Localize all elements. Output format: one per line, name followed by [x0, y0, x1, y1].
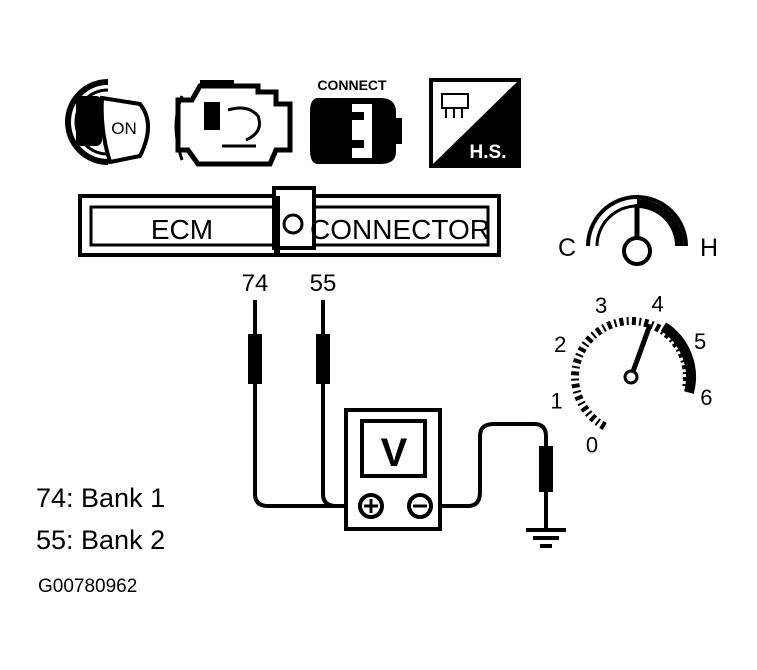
temp-cold-label: C [558, 234, 576, 262]
voltmeter: V [344, 408, 442, 531]
figure-id: G00780962 [38, 576, 138, 597]
legend-bank-2: 55: Bank 2 [36, 525, 166, 555]
tach-tick [618, 317, 625, 327]
tach-tick [585, 335, 594, 344]
ignition-on-label: ON [111, 119, 137, 138]
connector-name-label: CONNECTOR [310, 214, 490, 245]
tach-tick [638, 317, 642, 326]
tach-tick [575, 352, 584, 358]
tach-tick [654, 323, 662, 333]
tach-tick [590, 331, 598, 339]
probe-wiring [248, 300, 553, 530]
ecm-connector: ECM CONNECTOR [78, 186, 501, 257]
pin-label-74: 74 [242, 270, 269, 297]
tach-tick [572, 389, 582, 394]
tach-tick [643, 318, 650, 328]
tach-tick [581, 341, 590, 348]
tach-tick [601, 323, 607, 332]
engine-icon [174, 80, 293, 167]
connect-plug-icon: CONNECT [310, 77, 402, 164]
hot-start-icon: H.S. [429, 78, 521, 168]
tachometer-icon: 01 2 3 4 5 6 [550, 292, 712, 458]
temperature-gauge-icon: C H [558, 195, 718, 266]
tach-scale-label: 0 [586, 433, 598, 458]
tach-tick [571, 365, 580, 369]
tach-tick [613, 319, 618, 328]
ground-icon [526, 528, 566, 548]
connect-label: CONNECT [317, 77, 387, 93]
ignition-key-icon: ON [65, 79, 150, 165]
tach-hub [623, 369, 639, 385]
temp-hot-label: H [700, 234, 718, 262]
tach-tick [571, 383, 580, 389]
negative-terminal-icon [407, 493, 433, 519]
tach-tick [606, 320, 613, 330]
tach-tick [574, 394, 584, 402]
tach-scale-label: 6 [700, 385, 712, 410]
tach-scale-label: 2 [554, 332, 566, 357]
tach-tick [577, 400, 586, 407]
tach-scale-label: 1 [550, 388, 562, 413]
voltmeter-label: V [381, 431, 408, 475]
tach-scale-label: 4 [652, 292, 664, 317]
tach-tick [594, 326, 603, 336]
tach-tick [577, 345, 587, 354]
tach-scale-label: 3 [595, 293, 607, 318]
tach-tick [594, 418, 601, 426]
legend-bank-1: 74: Bank 1 [36, 483, 166, 513]
tach-tick [572, 358, 582, 365]
tach-tick [584, 410, 593, 418]
hot-start-label: H.S. [470, 142, 507, 163]
tach-scale-label: 5 [694, 329, 706, 354]
tach-redline-band [660, 322, 696, 394]
tach-tick [580, 404, 590, 413]
tach-tick [570, 371, 580, 376]
positive-terminal-icon [358, 493, 384, 519]
pin-label-55: 55 [310, 270, 337, 297]
tach-tick [588, 413, 598, 423]
tach-needle [628, 323, 653, 378]
tach-tick [599, 421, 607, 430]
connector-ecm-label: ECM [151, 214, 213, 245]
